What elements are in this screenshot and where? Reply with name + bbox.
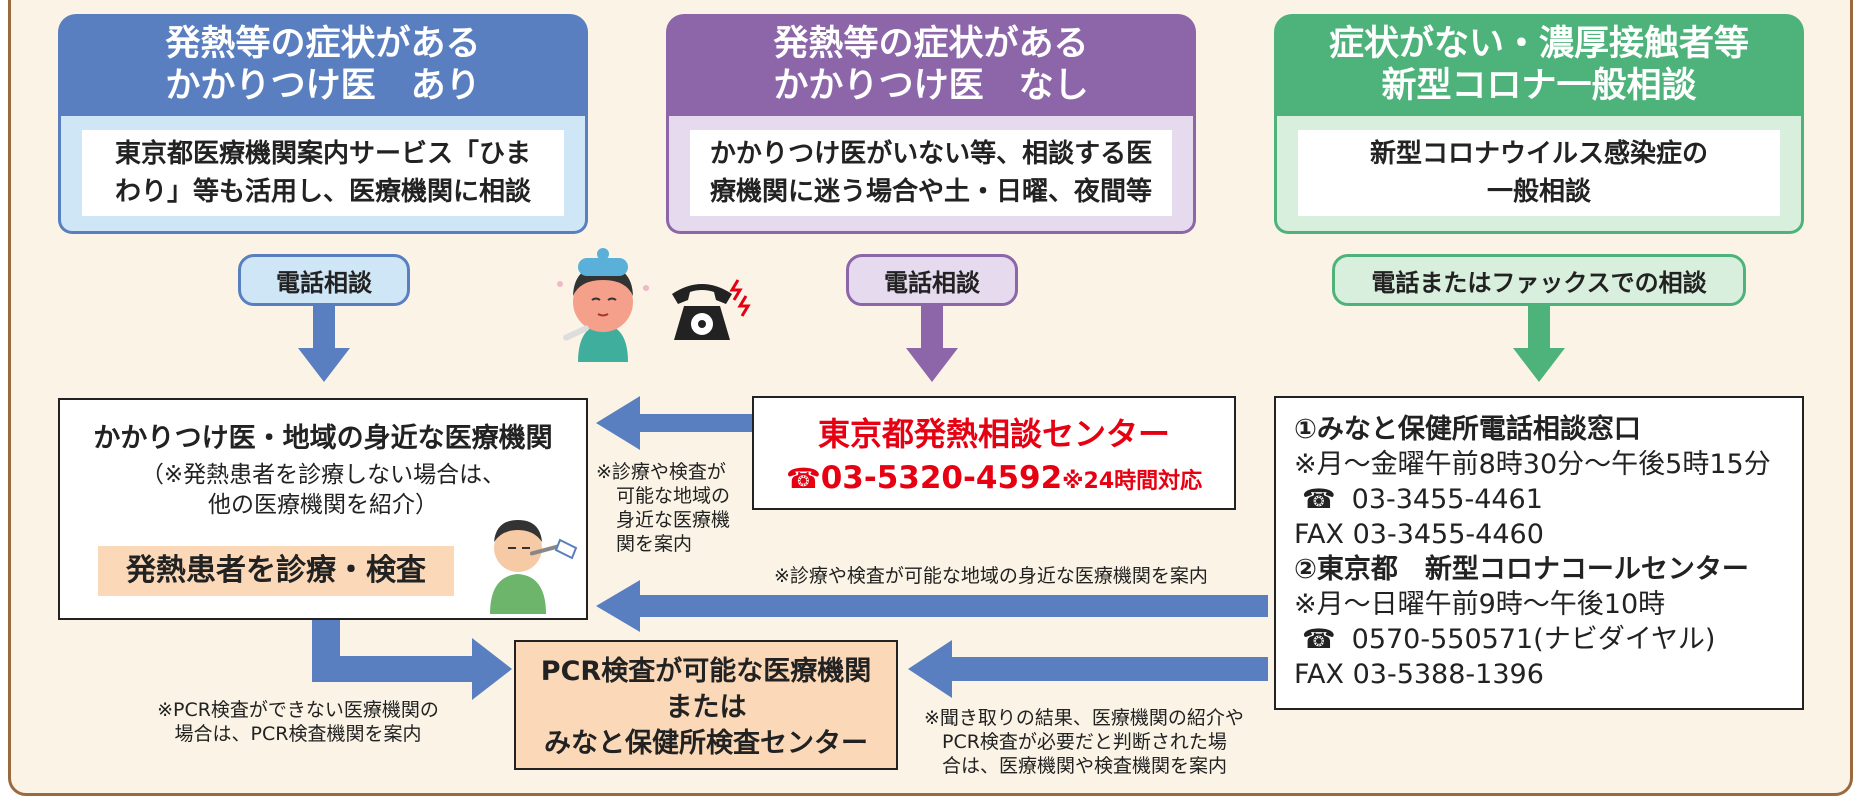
tokyo-call-center-hours: ※月～日曜午前9時～午後10時 (1294, 589, 1666, 620)
tokyo-call-center-phone: 0570-550571(ナビダイヤル) (1351, 624, 1716, 655)
note-line: ※聞き取りの結果、医療機関の紹介や (924, 707, 1244, 729)
left-arrow-center-to-clinic (596, 396, 752, 450)
telephone-icon (672, 279, 751, 340)
category-head-line: 新型コロナ一般相談 (1381, 66, 1697, 106)
minato-hotline-phone-row: ☎ 03-3455-4461 (1294, 482, 1802, 517)
category-description: 東京都医療機関案内サービス「ひま わり」等も活用し、医療機関に相談 (82, 130, 564, 216)
note-line: 場合は、PCR検査機関を案内 (174, 723, 422, 745)
clinic-note-line: 他の医療機関を紹介） (208, 492, 438, 518)
note-line: 身近な医療機 (616, 509, 731, 531)
down-arrow-purple (906, 306, 958, 382)
minato-hotline-phone: 03-3455-4461 (1351, 484, 1543, 515)
elbow-arrow-clinic-to-pcr (312, 620, 512, 700)
note-line: PCR検査が必要だと判断された場 (942, 731, 1227, 753)
phone-icon: ☎ (785, 462, 821, 495)
tokyo-call-center-title: ②東京都 新型コロナコールセンター (1294, 554, 1749, 585)
minato-hotline-hours: ※月～金曜午前8時30分～午後5時15分 (1294, 449, 1771, 480)
note-clinic-to-pcr: ※PCR検査ができない医療機関の 場合は、PCR検査機関を案内 (130, 698, 466, 746)
description-line: 東京都医療機関案内サービス「ひま (114, 139, 531, 169)
description-line: 一般相談 (1486, 177, 1591, 207)
description-line: 新型コロナウイルス感染症の (1369, 139, 1708, 169)
description-line: わり」等も活用し、医療機関に相談 (114, 177, 531, 207)
phone-consult-pill: 電話相談 (846, 254, 1018, 306)
category-head-line: かかりつけ医 あり (165, 66, 481, 106)
category-head-line: かかりつけ医 なし (773, 66, 1089, 106)
down-arrow-green (1513, 306, 1565, 382)
note-line: 関を案内 (616, 533, 693, 555)
description-line: 療機関に迷う場合や土・日曜、夜間等 (709, 177, 1152, 207)
fever-center-phone: 03-5320-4592 (820, 460, 1063, 496)
fever-center-phone-row: ☎03-5320-4592※24時間対応 (754, 460, 1234, 496)
category-head-line: 症状がない・濃厚接触者等 (1328, 24, 1749, 64)
feverish-person-illustration (557, 248, 649, 362)
left-arrow-info-to-pcr (908, 640, 1268, 698)
category-head-with-doctor: 発熱等の症状がある かかりつけ医 あり (58, 14, 588, 116)
note-line: ※PCR検査ができない医療機関の (157, 699, 439, 721)
category-head-without-doctor: 発熱等の症状がある かかりつけ医 なし (666, 14, 1196, 116)
tokyo-call-center-fax: FAX 03-5388-1396 (1294, 659, 1544, 690)
category-description: かかりつけ医がいない等、相談する医 療機関に迷う場合や土・日曜、夜間等 (690, 130, 1172, 216)
pcr-line: または (665, 692, 747, 723)
tokyo-call-center-phone-row: ☎ 0570-550571(ナビダイヤル) (1294, 622, 1802, 657)
clinic-note-line: （※発熱患者を診療しない場合は、 (140, 462, 506, 488)
phone-or-fax-consult-pill: 電話またはファックスでの相談 (1332, 254, 1746, 306)
consultation-info-box: ①みなと保健所電話相談窓口 ※月～金曜午前8時30分～午後5時15分 ☎ 03-3… (1274, 396, 1804, 710)
fever-center-title: 東京都発熱相談センター (817, 415, 1170, 453)
phone-consult-pill: 電話相談 (238, 254, 410, 306)
category-head-general: 症状がない・濃厚接触者等 新型コロナ一般相談 (1274, 14, 1804, 116)
pcr-line: みなと保健所検査センター (544, 728, 868, 759)
category-head-line: 発熱等の症状がある (773, 24, 1089, 64)
description-line: かかりつけ医がいない等、相談する医 (709, 139, 1153, 169)
clinic-highlight: 発熱患者を診療・検査 (98, 546, 454, 596)
note-info-to-pcr: ※聞き取りの結果、医療機関の紹介や PCR検査が必要だと判断された場 合は、医療… (924, 706, 1264, 778)
note-line: ※診療や検査が (596, 461, 726, 483)
pcr-testing-box: PCR検査が可能な医療機関 または みなと保健所検査センター (514, 640, 898, 770)
note-info-to-clinic: ※診療や検査が可能な地域の身近な医療機関を案内 (774, 565, 1208, 587)
patient-exam-illustration (490, 520, 578, 614)
note-line: 可能な地域の (616, 485, 731, 507)
note-center-to-clinic: ※診療や検査が 可能な地域の 身近な医療機 関を案内 (596, 460, 746, 556)
minato-hotline-fax: FAX 03-3455-4460 (1294, 519, 1544, 550)
tokyo-fever-center-box: 東京都発熱相談センター ☎03-5320-4592※24時間対応 (752, 396, 1236, 510)
pcr-line: PCR検査が可能な医療機関 (540, 656, 872, 687)
fever-center-hours: ※24時間対応 (1062, 469, 1203, 494)
note-line: 合は、医療機関や検査機関を案内 (942, 755, 1228, 777)
down-arrow-blue (298, 306, 350, 382)
category-head-line: 発熱等の症状がある (165, 24, 481, 64)
phone-icon: ☎ (1302, 624, 1336, 655)
minato-hotline-title: ①みなと保健所電話相談窓口 (1294, 414, 1641, 445)
left-arrow-info-to-clinic (596, 580, 1268, 632)
clinic-title: かかりつけ医・地域の身近な医療機関 (93, 423, 553, 454)
category-description: 新型コロナウイルス感染症の 一般相談 (1298, 130, 1780, 216)
local-clinic-box: かかりつけ医・地域の身近な医療機関 （※発熱患者を診療しない場合は、 他の医療機… (58, 398, 588, 620)
phone-icon: ☎ (1302, 484, 1336, 515)
